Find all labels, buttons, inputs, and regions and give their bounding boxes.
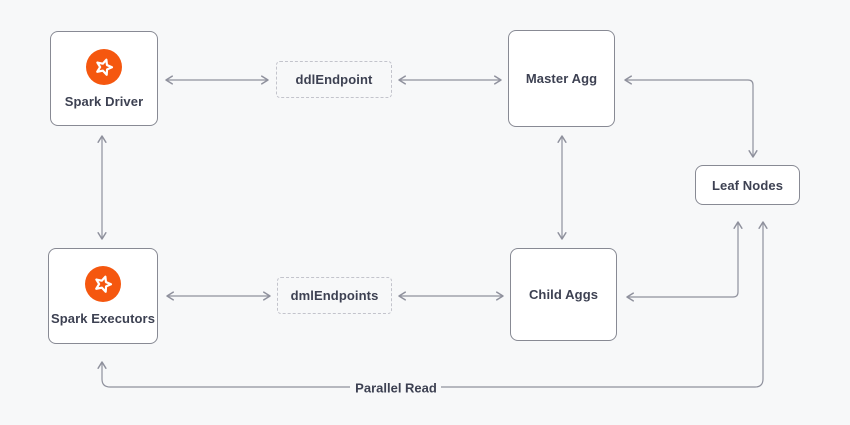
edge-parallel-read-left xyxy=(97,361,350,388)
node-dml-endpoints: dmlEndpoints xyxy=(277,277,392,314)
parallel-read-label: Parallel Read xyxy=(355,380,437,396)
node-ddl-endpoint: ddlEndpoint xyxy=(276,61,392,98)
node-label: ddlEndpoint xyxy=(295,72,373,87)
node-label: Spark Executors xyxy=(50,311,156,326)
node-label: Leaf Nodes xyxy=(711,177,784,193)
spark-star-icon xyxy=(85,266,121,302)
node-child-aggs: Child Aggs xyxy=(510,248,617,341)
edge-childaggs-leafnodes xyxy=(626,221,743,302)
node-label: dmlEndpoints xyxy=(290,288,379,303)
node-master-agg: Master Agg xyxy=(508,30,615,127)
node-label: Child Aggs xyxy=(528,287,599,302)
node-label: Master Agg xyxy=(525,71,598,86)
node-leaf-nodes: Leaf Nodes xyxy=(695,165,800,205)
node-spark-executors: Spark Executors xyxy=(48,248,158,344)
spark-star-icon xyxy=(86,48,122,85)
node-spark-driver: Spark Driver xyxy=(50,31,158,126)
edge-masteragg-leafnodes xyxy=(624,75,758,158)
node-label: Spark Driver xyxy=(64,93,144,109)
